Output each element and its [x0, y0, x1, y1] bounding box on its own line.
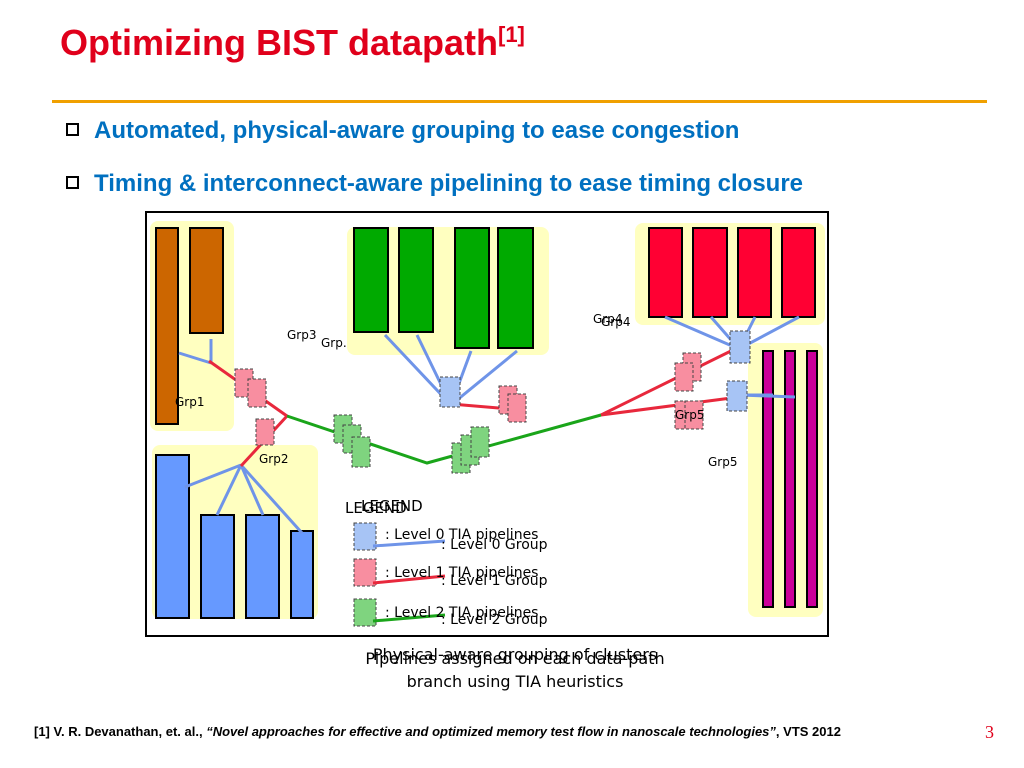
memory-bank [200, 514, 235, 619]
grp2-wire [184, 463, 304, 535]
memory-bank [353, 227, 389, 333]
memory-bank [648, 227, 683, 318]
memory-bank [806, 350, 818, 608]
level2-pipeline-block [351, 436, 371, 468]
legend-title-overlap: LEGEND [361, 497, 423, 515]
grp3-label-overlap: Grp. [321, 336, 347, 350]
legend-text-level2-group: : Level 2 Group [441, 612, 548, 628]
legend-item-level0: : Level 0 TIA pipelines : Level 0 Group [353, 522, 548, 553]
memory-bank [762, 350, 774, 608]
legend-swatch-level2 [353, 598, 377, 627]
memory-bank [454, 227, 490, 349]
level1-pipeline-block [247, 378, 267, 408]
level0-pipeline-block [726, 380, 748, 412]
footnote-paper-title: “Novel approaches for effective and opti… [206, 724, 776, 739]
grp4-label: Grp4 [593, 312, 622, 326]
legend-text-level0-pipelines: : Level 0 TIA pipelines [385, 527, 538, 543]
grp5-memories [762, 350, 818, 608]
legend-item-level2: : Level 2 TIA pipelines : Level 2 Group [353, 598, 548, 628]
grp1-memories [155, 227, 224, 425]
grp5-label: Grp5 [675, 408, 704, 422]
bullet-pipelining: Timing & interconnect-aware pipelining t… [66, 170, 803, 198]
grp3-label: Grp3 [287, 328, 316, 342]
legend-swatch-level1 [353, 558, 377, 587]
legend-item-level1: : Level 1 TIA pipelines : Level 1 Group [353, 558, 548, 589]
memory-bank [737, 227, 772, 318]
page-number: 3 [985, 722, 994, 742]
memory-bank [155, 454, 190, 619]
tia-pipeline-blocks [234, 330, 751, 474]
grp4-wire [664, 315, 800, 351]
grp5-label-lower: Grp5 [708, 455, 737, 469]
title-reference: [1] [498, 22, 525, 47]
memory-bank [245, 514, 280, 619]
legend: LEGEND LEGEND : Level 0 TIA pipelines : … [345, 497, 548, 628]
grp1-wire [178, 339, 213, 365]
legend-line-level0 [372, 539, 446, 548]
memory-bank [781, 227, 816, 318]
grp5-wire [739, 393, 796, 399]
memory-bank [398, 227, 434, 333]
bullet-grouping: Automated, physical-aware grouping to ea… [66, 117, 739, 145]
footnote-reference: [1] V. R. Devanathan, et. al., “Novel ap… [34, 724, 841, 739]
caption-grouping: Physical-aware grouping of clusters [372, 645, 658, 664]
legend-text-level2-pipelines: : Level 2 TIA pipelines [385, 605, 538, 621]
level0-pipeline-block [729, 330, 751, 364]
memory-bank [155, 227, 179, 425]
title-divider [52, 100, 987, 103]
legend-text-level0-group: : Level 0 Group [441, 537, 548, 553]
caption-pipelines-line2: branch using TIA heuristics [406, 672, 624, 691]
slide-title: Optimizing BIST datapath[1] [60, 22, 525, 63]
caption-pipelines-line1: Pipelines assigned on each data-path [365, 649, 665, 668]
memory-bank [692, 227, 728, 318]
level1-pipeline-block [507, 393, 527, 423]
legend-line-level1 [372, 574, 446, 585]
grp3-memories [353, 227, 534, 349]
memory-bank [290, 530, 314, 619]
level0-pipeline-block [439, 376, 461, 408]
checkbox-bullet-icon [66, 176, 79, 189]
grp4-label-overlap: Grp4 [601, 315, 630, 329]
legend-swatch-level0 [353, 522, 377, 551]
level1-pipeline-block [255, 418, 275, 446]
grp3-wire [383, 333, 518, 407]
grp2-memories [155, 454, 314, 619]
memory-bank [784, 350, 796, 608]
level2-pipeline-block [470, 426, 490, 458]
grp1-label: Grp1 [175, 395, 204, 409]
level1-pipeline-block [684, 400, 704, 430]
group-labels: Grp1 Grp2 Grp3 Grp. Grp4 Grp4 Grp5 Grp5 [175, 312, 737, 469]
level1-pipeline-block [674, 362, 694, 392]
bist-datapath-diagram: Grp1 Grp2 Grp3 Grp. Grp4 Grp4 Grp5 Grp5 … [145, 211, 829, 637]
memory-bank [189, 227, 224, 334]
grp4-memories [648, 227, 816, 318]
legend-line-level2 [372, 613, 446, 623]
grp2-label: Grp2 [259, 452, 288, 466]
legend-text-level1-pipelines: : Level 1 TIA pipelines [385, 565, 538, 581]
legend-title: LEGEND [345, 499, 407, 517]
legend-text-level1-group: : Level 1 Group [441, 573, 548, 589]
checkbox-bullet-icon [66, 123, 79, 136]
memory-bank [497, 227, 534, 349]
level0-group-wires [178, 315, 800, 535]
